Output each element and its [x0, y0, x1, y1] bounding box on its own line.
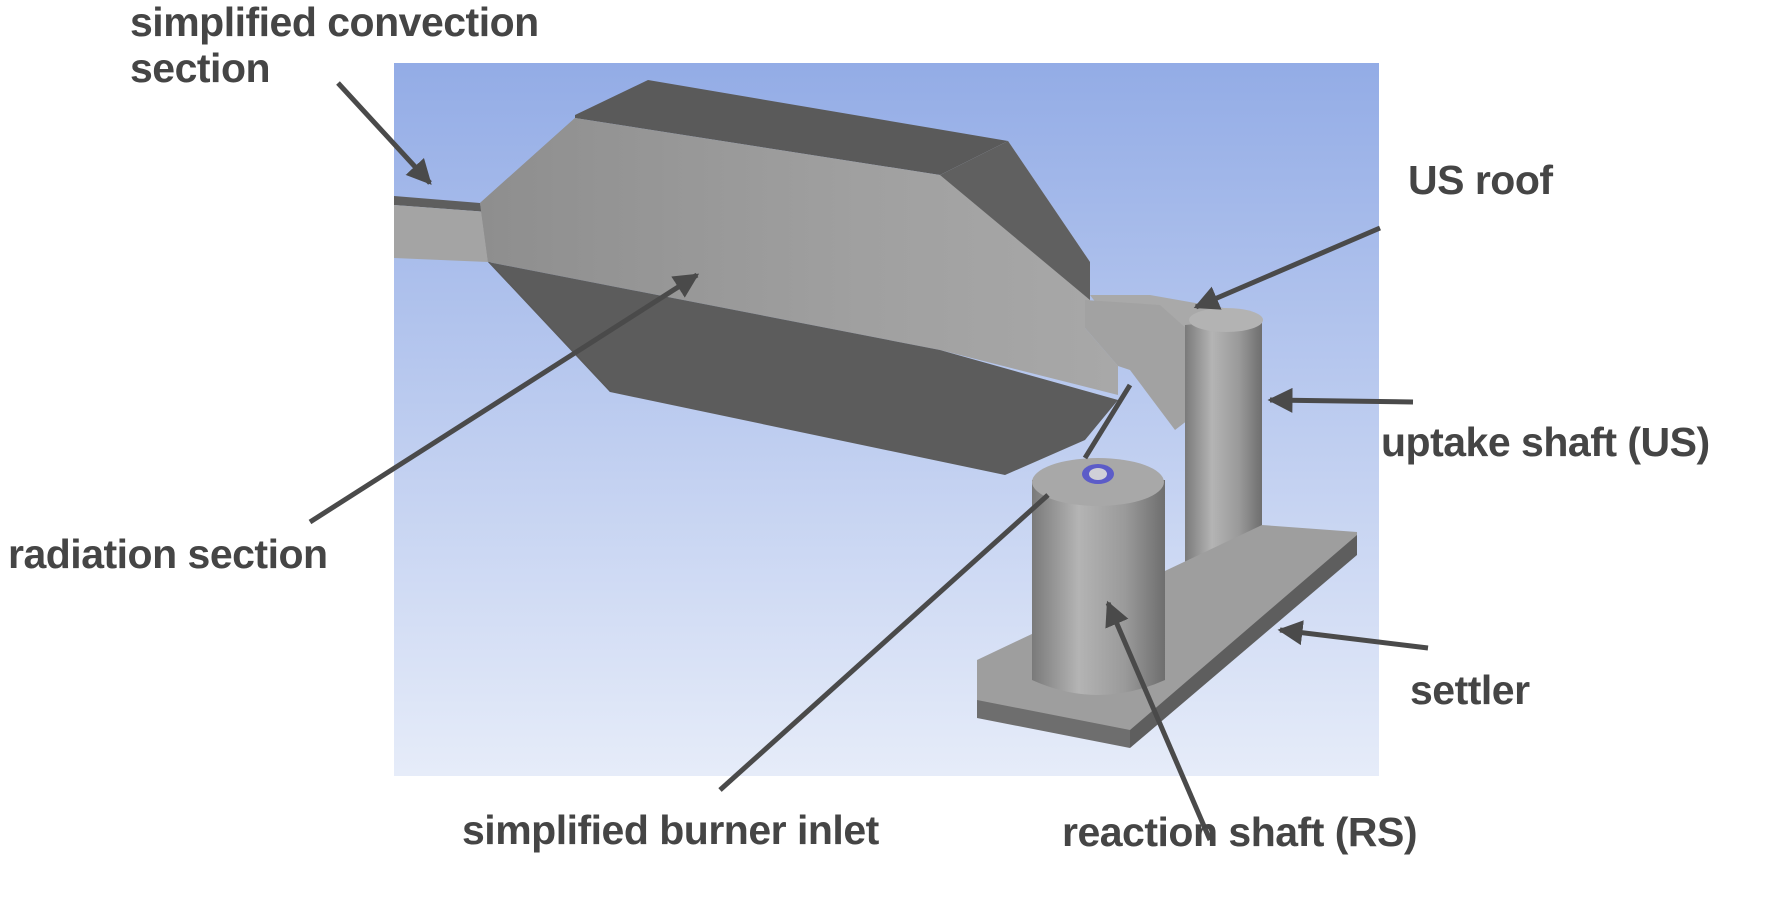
- label-reaction-shaft: reaction shaft (RS): [1062, 809, 1418, 855]
- us-roof-front: [1085, 300, 1188, 430]
- settler-right: [1130, 535, 1357, 748]
- uptake-shaft-top: [1189, 308, 1263, 332]
- burner-arrow: [718, 493, 1050, 792]
- label-convection-section: simplified convection section: [130, 0, 539, 91]
- convection-duct-top: [394, 196, 488, 212]
- convection-arrow: [336, 81, 432, 185]
- label-burner-inlet: simplified burner inlet: [462, 807, 879, 853]
- radiation-arrow: [308, 272, 700, 525]
- label-settler: settler: [1410, 667, 1530, 713]
- settler-front: [977, 700, 1130, 748]
- reaction-shaft-arrow: [1105, 600, 1213, 841]
- label-us-roof: US roof: [1408, 157, 1553, 203]
- burner-inlet-core: [1089, 468, 1107, 480]
- uptake-shaft-arrow: [1267, 387, 1414, 413]
- radiation-right-face: [940, 141, 1090, 300]
- furnace-model: [394, 80, 1357, 748]
- settler-arrow: [1277, 620, 1429, 651]
- radiation-top-face: [575, 80, 1008, 175]
- us-roof-arrow: [1193, 225, 1381, 310]
- label-radiation-section: radiation section: [8, 531, 328, 577]
- reaction-shaft-body: [1032, 480, 1165, 695]
- burner-arrow-upper: [1082, 383, 1133, 460]
- radiation-bottom-slope: [488, 262, 612, 392]
- convection-duct: [394, 205, 488, 262]
- radiation-bottom-face: [488, 262, 1118, 475]
- leader-lines: [308, 81, 1429, 841]
- uptake-shaft-body: [1185, 318, 1262, 572]
- label-uptake-shaft: uptake shaft (US): [1381, 419, 1710, 465]
